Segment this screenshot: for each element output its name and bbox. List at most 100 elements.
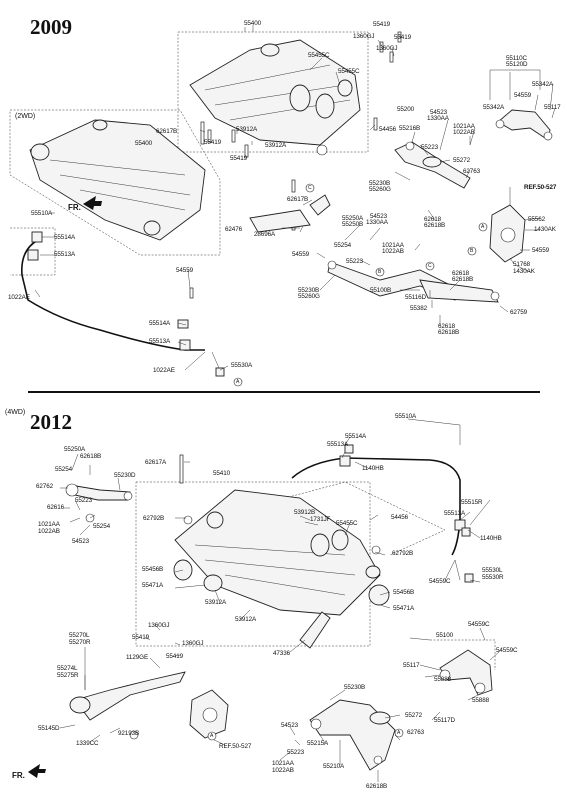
part-label: 55110C bbox=[506, 55, 527, 62]
part-label: 55274L bbox=[57, 665, 78, 672]
part-label: 55100 bbox=[436, 632, 454, 639]
part-label: 55260G bbox=[298, 293, 320, 300]
part-label: 55100B bbox=[370, 287, 392, 294]
part-label: 92193B bbox=[118, 730, 140, 737]
part-label: 55250B bbox=[342, 221, 364, 228]
part-label: 1140HB bbox=[362, 465, 384, 472]
part-label: 55562 bbox=[528, 216, 546, 223]
part-label: 62618B bbox=[366, 783, 388, 790]
part-label: 1360GJ bbox=[182, 640, 204, 647]
part-label: 55254 bbox=[334, 242, 352, 249]
part-label: 55250A bbox=[64, 446, 86, 453]
part-label: 62618B bbox=[80, 453, 102, 460]
part-label: 55210A bbox=[323, 763, 345, 770]
part-label: 1430AK bbox=[513, 268, 535, 275]
part-label: 55382 bbox=[410, 305, 428, 312]
part-label: 28696A bbox=[254, 231, 276, 238]
part-label: 1339CC bbox=[76, 740, 99, 747]
part-label: 1330AA bbox=[366, 219, 388, 226]
part-label: 55455C bbox=[338, 68, 360, 75]
part-label: 55117 bbox=[403, 662, 420, 669]
part-label: 55200 bbox=[397, 106, 415, 113]
part-label: 55272 bbox=[405, 712, 423, 719]
part-label: 53912A bbox=[235, 616, 257, 623]
part-label: 55270L bbox=[69, 632, 90, 639]
part-label: 62617B bbox=[156, 128, 178, 135]
leader-lines-bottom bbox=[59, 418, 501, 782]
part-label: 55530A bbox=[231, 362, 253, 369]
part-label: 55117 bbox=[544, 104, 561, 111]
part-label: 55515R bbox=[461, 499, 483, 506]
part-label: 62617B bbox=[287, 196, 309, 203]
subframe-2009-main bbox=[177, 27, 369, 156]
part-label: 62476 bbox=[225, 226, 243, 233]
part-label: 55455C bbox=[308, 52, 330, 59]
part-label: 54523 bbox=[281, 722, 299, 729]
ref-mark-c: C bbox=[308, 185, 312, 191]
part-label: 1021AA bbox=[453, 123, 475, 130]
ref-50-527-bottom: REF.50-527 bbox=[219, 743, 252, 750]
part-label: 1021AA bbox=[272, 760, 294, 767]
part-label: 62618B bbox=[424, 222, 446, 229]
part-label: 55513A bbox=[54, 251, 76, 258]
part-label: 54456 bbox=[391, 514, 409, 521]
part-label: 1731JF bbox=[310, 516, 331, 523]
part-label: 55419 bbox=[373, 21, 391, 28]
part-label: 1140HB bbox=[480, 535, 502, 542]
year-2012: 2012 bbox=[30, 410, 72, 434]
part-label: 1360GJ bbox=[353, 33, 375, 40]
part-label: 62763 bbox=[407, 729, 425, 736]
ref-mark-a3: A bbox=[210, 733, 214, 739]
part-label: 54523 bbox=[370, 213, 388, 220]
part-label: 62762 bbox=[36, 483, 54, 490]
part-label: 55215A bbox=[307, 740, 329, 747]
part-label: 55514A bbox=[54, 234, 76, 241]
part-label: 1360GJ bbox=[148, 622, 170, 629]
part-label: 55456B bbox=[142, 566, 164, 573]
part-label: 55456B bbox=[393, 589, 415, 596]
part-label: 55514A bbox=[149, 320, 171, 327]
part-label: 62759 bbox=[510, 309, 528, 316]
part-label: 55471A bbox=[142, 582, 164, 589]
part-label: 55400 bbox=[244, 20, 262, 27]
part-label: 1129GE bbox=[126, 654, 149, 661]
part-label: 62616 bbox=[47, 504, 65, 511]
part-label: 1022AB bbox=[38, 528, 60, 535]
ref-mark-c2: C bbox=[428, 263, 432, 269]
part-label: 55514A bbox=[345, 433, 367, 440]
bolts-top bbox=[189, 31, 402, 299]
part-label: 55455C bbox=[336, 520, 358, 527]
trailing-arm-2012 bbox=[69, 671, 186, 740]
part-label: 55223 bbox=[421, 144, 439, 151]
part-label: 55216B bbox=[399, 125, 421, 132]
part-label: 62618 bbox=[452, 270, 470, 277]
part-label: 1430AK bbox=[534, 226, 556, 233]
drive-label-4wd: (4WD) bbox=[5, 409, 26, 416]
part-label: 62618B bbox=[452, 276, 474, 283]
part-label: 55230B bbox=[369, 180, 391, 187]
part-label: 1022AB bbox=[453, 129, 475, 136]
part-label: 55410 bbox=[213, 470, 231, 477]
part-label: 55250A bbox=[342, 215, 364, 222]
front-arrow-bottom bbox=[28, 764, 46, 778]
knuckle-2009 bbox=[489, 204, 526, 263]
ref-50-527-top: REF.50-527 bbox=[524, 184, 557, 191]
part-label: 53912A bbox=[205, 599, 227, 606]
stabilizer-bar-2012 bbox=[291, 444, 474, 583]
part-label: 62618 bbox=[438, 323, 456, 330]
part-label: 55223 bbox=[287, 749, 305, 756]
part-label: 53912B bbox=[294, 509, 316, 516]
link-62476 bbox=[249, 194, 331, 233]
year-2009: 2009 bbox=[30, 15, 72, 39]
part-label: 53912A bbox=[236, 126, 258, 133]
part-label: 54559 bbox=[176, 267, 194, 274]
part-label: 55530L bbox=[482, 567, 503, 574]
part-label: 55510A bbox=[31, 210, 53, 217]
part-label: 55230B bbox=[298, 287, 320, 294]
part-label: 55275R bbox=[57, 672, 79, 679]
upper-arm-right-2009 bbox=[489, 69, 553, 141]
part-label: 55342A bbox=[483, 104, 505, 111]
lower-link-55100b bbox=[419, 279, 500, 303]
upper-arm-2012 bbox=[430, 639, 496, 696]
part-label: 55145D bbox=[38, 725, 60, 732]
